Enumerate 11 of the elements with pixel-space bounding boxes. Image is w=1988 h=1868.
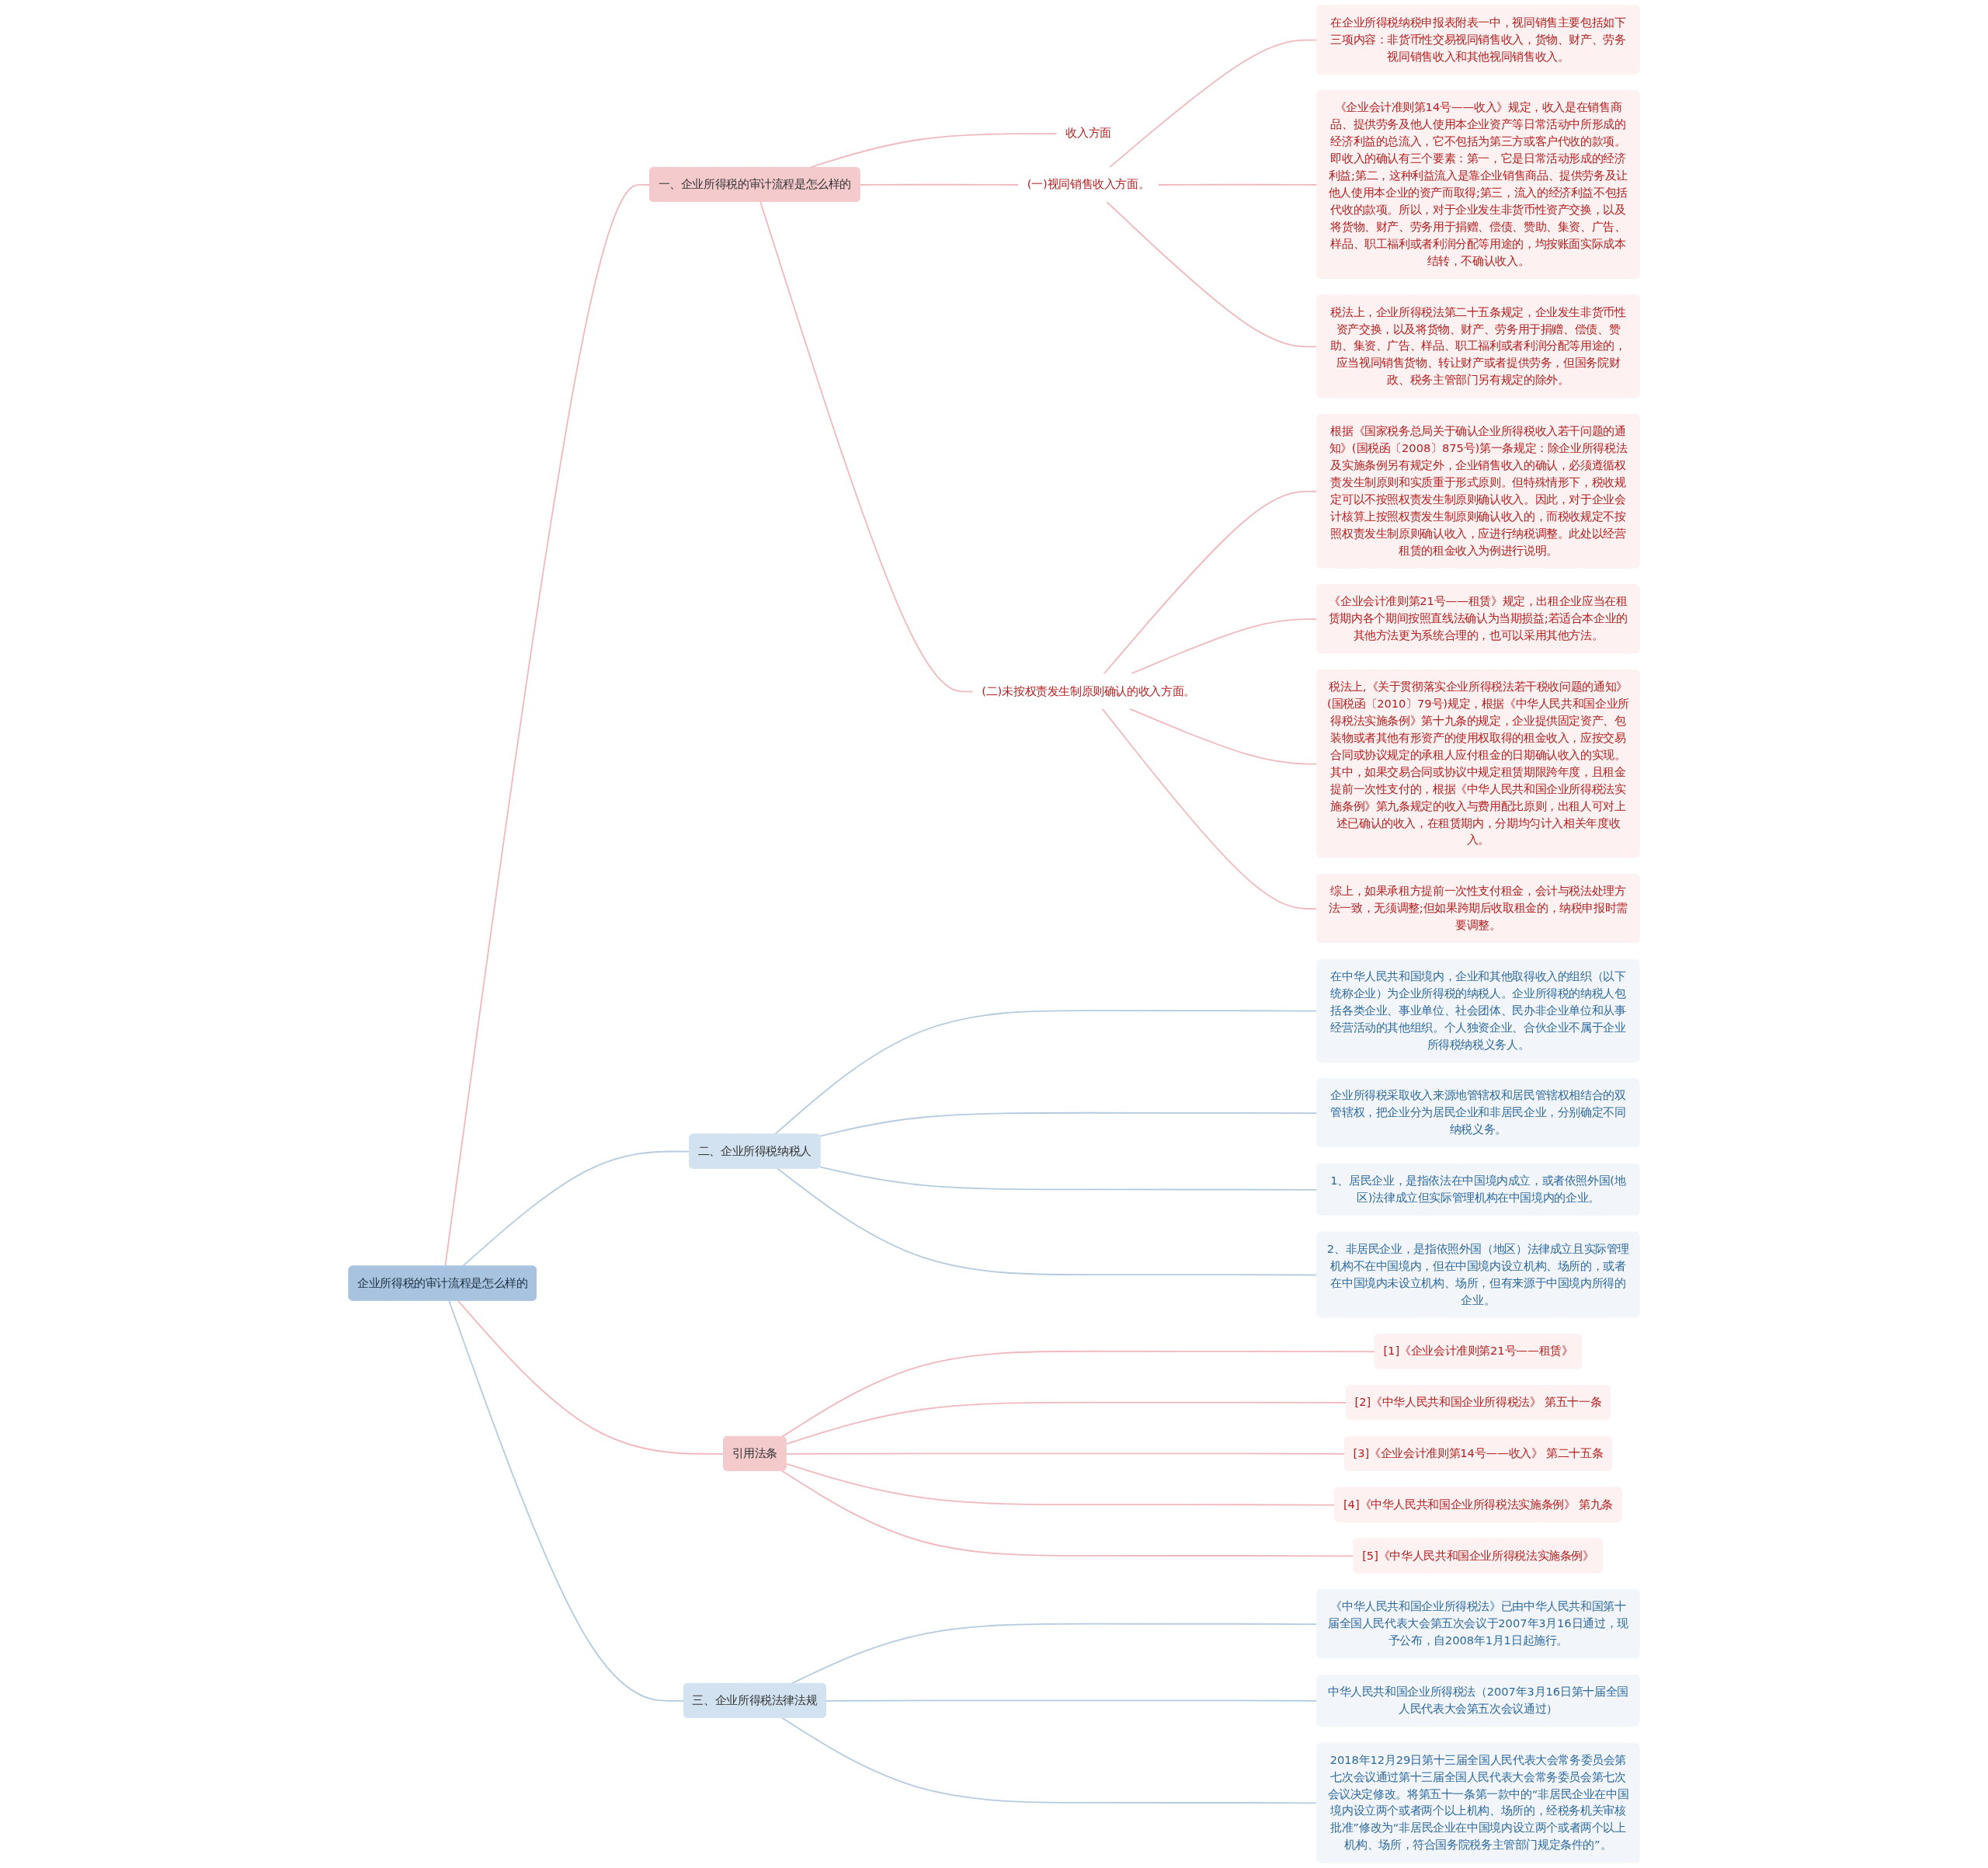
- connector: [759, 201, 975, 693]
- node-text: 收入方面: [1065, 126, 1111, 141]
- connector: [785, 1452, 1346, 1455]
- connector: [444, 184, 651, 1268]
- node-text: (一)视同销售收入方面。: [1027, 177, 1150, 191]
- connector: [781, 1470, 1355, 1557]
- connector: [457, 1299, 725, 1455]
- connector: [785, 1401, 1347, 1445]
- connector: [781, 1350, 1376, 1438]
- node-text: (二)未按权责发生制原则确认的收入方面。: [982, 684, 1195, 698]
- connector: [448, 1299, 685, 1702]
